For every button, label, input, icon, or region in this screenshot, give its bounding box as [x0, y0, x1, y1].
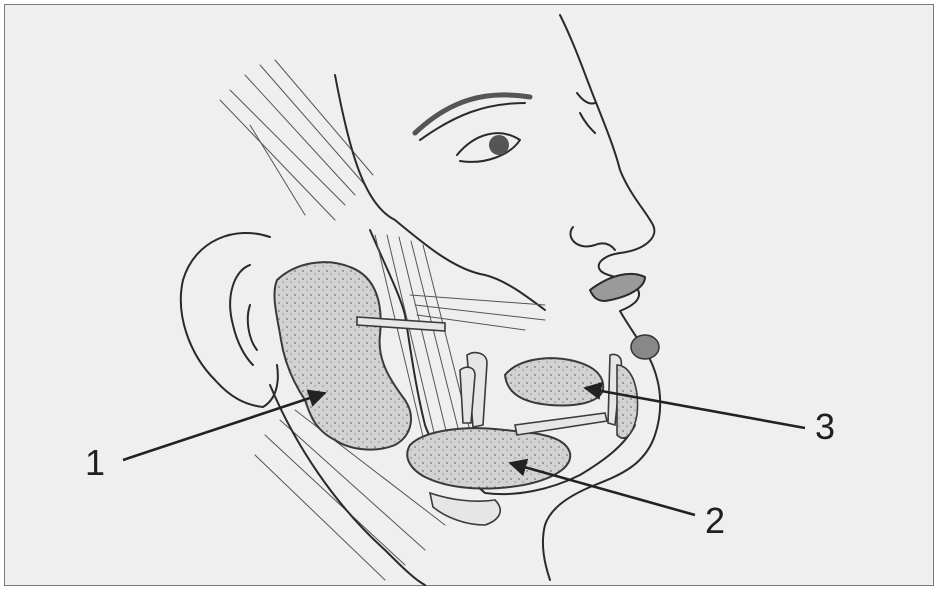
- lower-lip: [631, 335, 659, 359]
- head-sketch: [5, 5, 935, 587]
- hyoid-area: [430, 493, 500, 525]
- sublingual-gland: [505, 358, 603, 405]
- submandibular-duct: [515, 413, 607, 435]
- nostril: [570, 227, 615, 250]
- pointer-2: [510, 463, 695, 515]
- submandibular-gland: [407, 428, 570, 488]
- parotid-gland: [274, 262, 411, 449]
- label-3: 3: [815, 409, 835, 445]
- anatomy-figure: 1 2 3: [4, 4, 934, 586]
- label-2: 2: [705, 503, 725, 539]
- eye: [415, 93, 595, 162]
- pointer-1: [123, 393, 325, 460]
- ear: [181, 233, 278, 407]
- label-1: 1: [85, 445, 105, 481]
- upper-lip: [590, 274, 645, 301]
- neck-outline: [335, 75, 545, 310]
